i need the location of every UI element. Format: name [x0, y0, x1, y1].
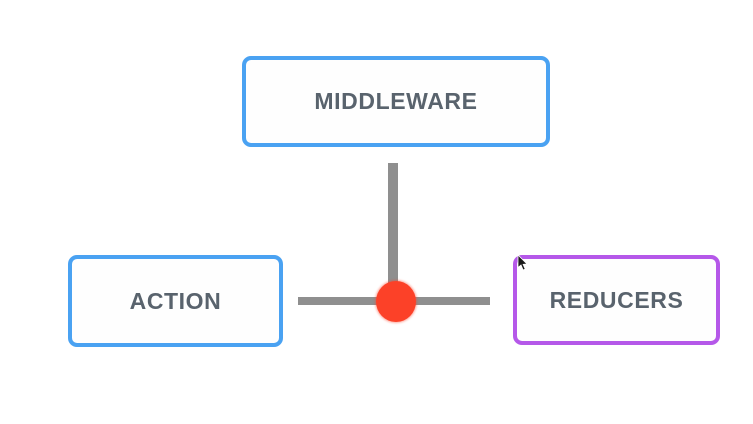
- node-reducers-label: REDUCERS: [549, 286, 684, 313]
- node-action-label: ACTION: [129, 287, 222, 314]
- connector-middleware-junction: [388, 163, 398, 303]
- node-reducers: REDUCERS: [513, 255, 720, 345]
- junction-dot: [376, 281, 416, 322]
- node-middleware-label: MIDDLEWARE: [314, 88, 478, 114]
- node-action: ACTION: [68, 255, 283, 347]
- mouse-cursor-icon: [517, 255, 528, 271]
- node-middleware: MIDDLEWARE: [242, 56, 550, 147]
